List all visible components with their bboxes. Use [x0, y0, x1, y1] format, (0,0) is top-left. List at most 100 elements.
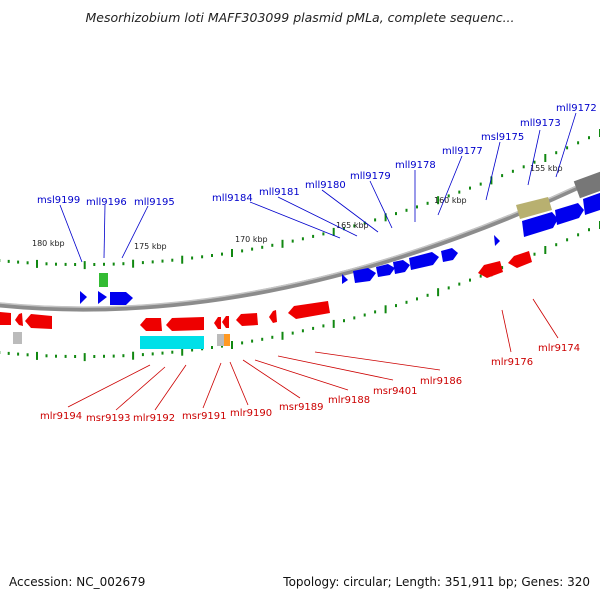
- gene-arrow[interactable]: [441, 248, 458, 262]
- tick-mark: [458, 190, 461, 194]
- gene-label-mll9184[interactable]: mll9184: [212, 193, 253, 204]
- gene-arrow[interactable]: [236, 313, 258, 326]
- tick-mark: [271, 243, 274, 247]
- tick-mark: [447, 286, 450, 290]
- tick-mark: [26, 353, 29, 357]
- gene-label-mlr9176[interactable]: mlr9176: [491, 357, 533, 368]
- gene-label-mlr9194[interactable]: mlr9194: [40, 411, 82, 422]
- tick-mark: [363, 221, 366, 225]
- gene-arrow[interactable]: [0, 312, 11, 325]
- gene-arrow[interactable]: [409, 252, 439, 270]
- tick-mark: [122, 262, 125, 266]
- backbone: [0, 171, 600, 312]
- gene-arrow[interactable]: [166, 317, 204, 331]
- cyan-feature[interactable]: [140, 336, 204, 349]
- gene-arrow[interactable]: [376, 264, 395, 277]
- gene-label-msl9199[interactable]: msl9199: [37, 195, 80, 206]
- tick-mark: [301, 237, 304, 241]
- gene-arrow[interactable]: [288, 301, 330, 319]
- tick-mark: [211, 254, 213, 257]
- gene-label-msr9189[interactable]: msr9189: [279, 402, 324, 413]
- tick-mark: [241, 341, 244, 345]
- tick-mark: [458, 282, 461, 286]
- tick-mark: [374, 218, 377, 222]
- olive-feature[interactable]: [516, 197, 552, 219]
- tick-mark: [151, 352, 154, 356]
- gene-arrow[interactable]: [342, 274, 348, 284]
- gene-arrow[interactable]: [25, 314, 52, 329]
- tick-mark: [374, 310, 377, 314]
- gene-label-mlr9186[interactable]: mlr9186: [420, 376, 462, 387]
- tick-mark: [384, 305, 387, 314]
- tick-mark: [103, 354, 105, 358]
- kbp-label-165: 165 kbp: [336, 221, 369, 230]
- tick-mark: [479, 274, 482, 278]
- gene-label-mlr9174[interactable]: mlr9174: [538, 343, 580, 354]
- tick-mark: [161, 259, 164, 263]
- gene-label-mll9178[interactable]: mll9178: [395, 160, 436, 171]
- gene-arrow[interactable]: [494, 235, 500, 246]
- gene-label-mll9180[interactable]: mll9180: [305, 180, 346, 191]
- tick-mark: [171, 258, 174, 262]
- gene-label-mll9173[interactable]: mll9173: [520, 118, 561, 129]
- gene-arrow[interactable]: [98, 291, 107, 304]
- tick-mark: [555, 243, 558, 247]
- gene-arrow[interactable]: [15, 313, 23, 326]
- gene-label-mlr9188[interactable]: mlr9188: [328, 395, 370, 406]
- tick-mark: [221, 252, 223, 256]
- gray-feature[interactable]: [217, 334, 224, 346]
- tick-mark: [45, 262, 48, 266]
- tick-mark: [469, 186, 471, 190]
- gene-label-mll9177[interactable]: mll9177: [442, 146, 483, 157]
- gene-arrow[interactable]: [269, 310, 277, 323]
- gene-arrow[interactable]: [508, 251, 532, 268]
- tick-mark: [271, 335, 274, 339]
- gene-label-msr9193[interactable]: msr9193: [86, 413, 131, 424]
- tick-mark: [353, 316, 356, 320]
- gene-arrow[interactable]: [110, 292, 133, 305]
- tick-mark: [533, 252, 536, 256]
- tick-mark: [533, 160, 536, 164]
- tick-mark: [251, 339, 254, 343]
- tick-mark: [132, 259, 135, 268]
- green-feature[interactable]: [99, 273, 108, 287]
- gene-label-mll9195[interactable]: mll9195: [134, 197, 175, 208]
- gene-label-mll9179[interactable]: mll9179: [350, 171, 391, 182]
- gene-arrow[interactable]: [80, 291, 87, 304]
- gene-label-msr9401[interactable]: msr9401: [373, 386, 418, 397]
- tick-mark: [181, 347, 184, 356]
- gene-label-msr9191[interactable]: msr9191: [182, 411, 227, 422]
- tick-mark: [231, 341, 233, 349]
- orange-feature[interactable]: [224, 334, 230, 346]
- gene-arrow[interactable]: [214, 317, 221, 329]
- gene-arrow[interactable]: [522, 212, 558, 237]
- tick-mark: [93, 263, 96, 266]
- gene-label-mlr9192[interactable]: mlr9192: [133, 413, 175, 424]
- tick-mark: [332, 227, 335, 236]
- tick-mark: [36, 259, 38, 268]
- gene-label-mlr9190[interactable]: mlr9190: [230, 408, 272, 419]
- tick-mark: [490, 176, 493, 185]
- forward-tick-track: [0, 129, 600, 270]
- kbp-label-170: 170 kbp: [235, 235, 268, 244]
- gene-label-msl9175[interactable]: msl9175: [481, 132, 524, 143]
- tick-mark: [64, 262, 67, 266]
- gene-arrow[interactable]: [353, 268, 376, 283]
- tick-mark: [384, 213, 387, 222]
- gene-label-mll9172[interactable]: mll9172: [556, 103, 597, 114]
- reverse-tick-track: [0, 221, 600, 362]
- gene-arrow[interactable]: [555, 203, 584, 225]
- gene-label-mll9181[interactable]: mll9181: [259, 187, 300, 198]
- tick-mark: [122, 354, 125, 358]
- tick-mark: [395, 304, 397, 308]
- topology-text: Topology: circular; Length: 351,911 bp; …: [283, 575, 590, 589]
- gray-feature[interactable]: [13, 332, 22, 344]
- gene-arrow[interactable]: [222, 316, 229, 328]
- gene-arrow[interactable]: [140, 318, 162, 331]
- gene-arrow[interactable]: [583, 191, 600, 215]
- gene-arrow[interactable]: [478, 261, 503, 278]
- tick-mark: [555, 151, 558, 155]
- gene-label-mll9196[interactable]: mll9196: [86, 197, 127, 208]
- gene-arrow[interactable]: [393, 260, 410, 274]
- tick-mark: [332, 319, 335, 328]
